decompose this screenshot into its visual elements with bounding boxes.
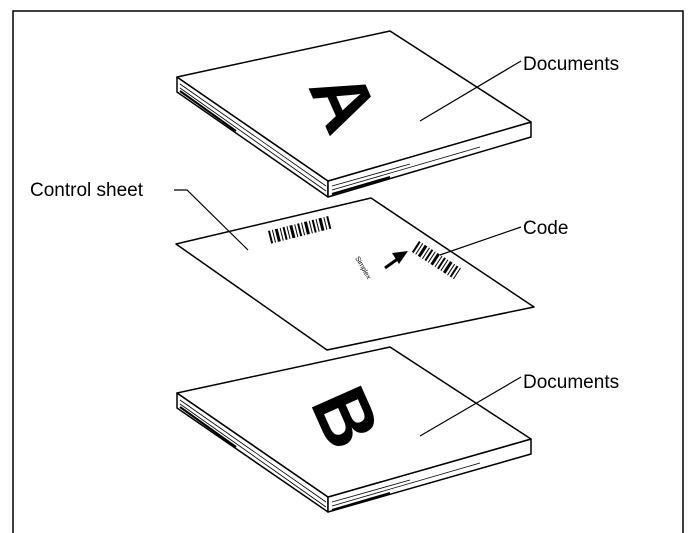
- document-stack-a: [176, 30, 532, 198]
- control-sheet-barcode-code: [411, 241, 461, 280]
- label-control-sheet: Control sheet: [30, 180, 144, 201]
- control-sheet-graphic: [175, 197, 535, 351]
- feed-arrow-icon: [384, 251, 408, 270]
- stack-b-top-face: [176, 346, 532, 498]
- leader-documents-bottom: [419, 376, 522, 437]
- leader-control-sheet: [174, 189, 249, 251]
- leader-code: [439, 226, 522, 256]
- leader-lines: [174, 60, 522, 437]
- leader-documents-top: [419, 60, 522, 122]
- control-sheet-page: [175, 197, 535, 351]
- diagram-frame: [12, 10, 684, 533]
- label-code: Code: [523, 218, 568, 239]
- stack-a-top-face: [176, 30, 532, 182]
- label-documents-top: Documents: [523, 54, 619, 75]
- control-sheet-barcode-left: [268, 216, 332, 244]
- label-documents-bottom: Documents: [523, 372, 619, 393]
- document-stack-b: [176, 346, 532, 513]
